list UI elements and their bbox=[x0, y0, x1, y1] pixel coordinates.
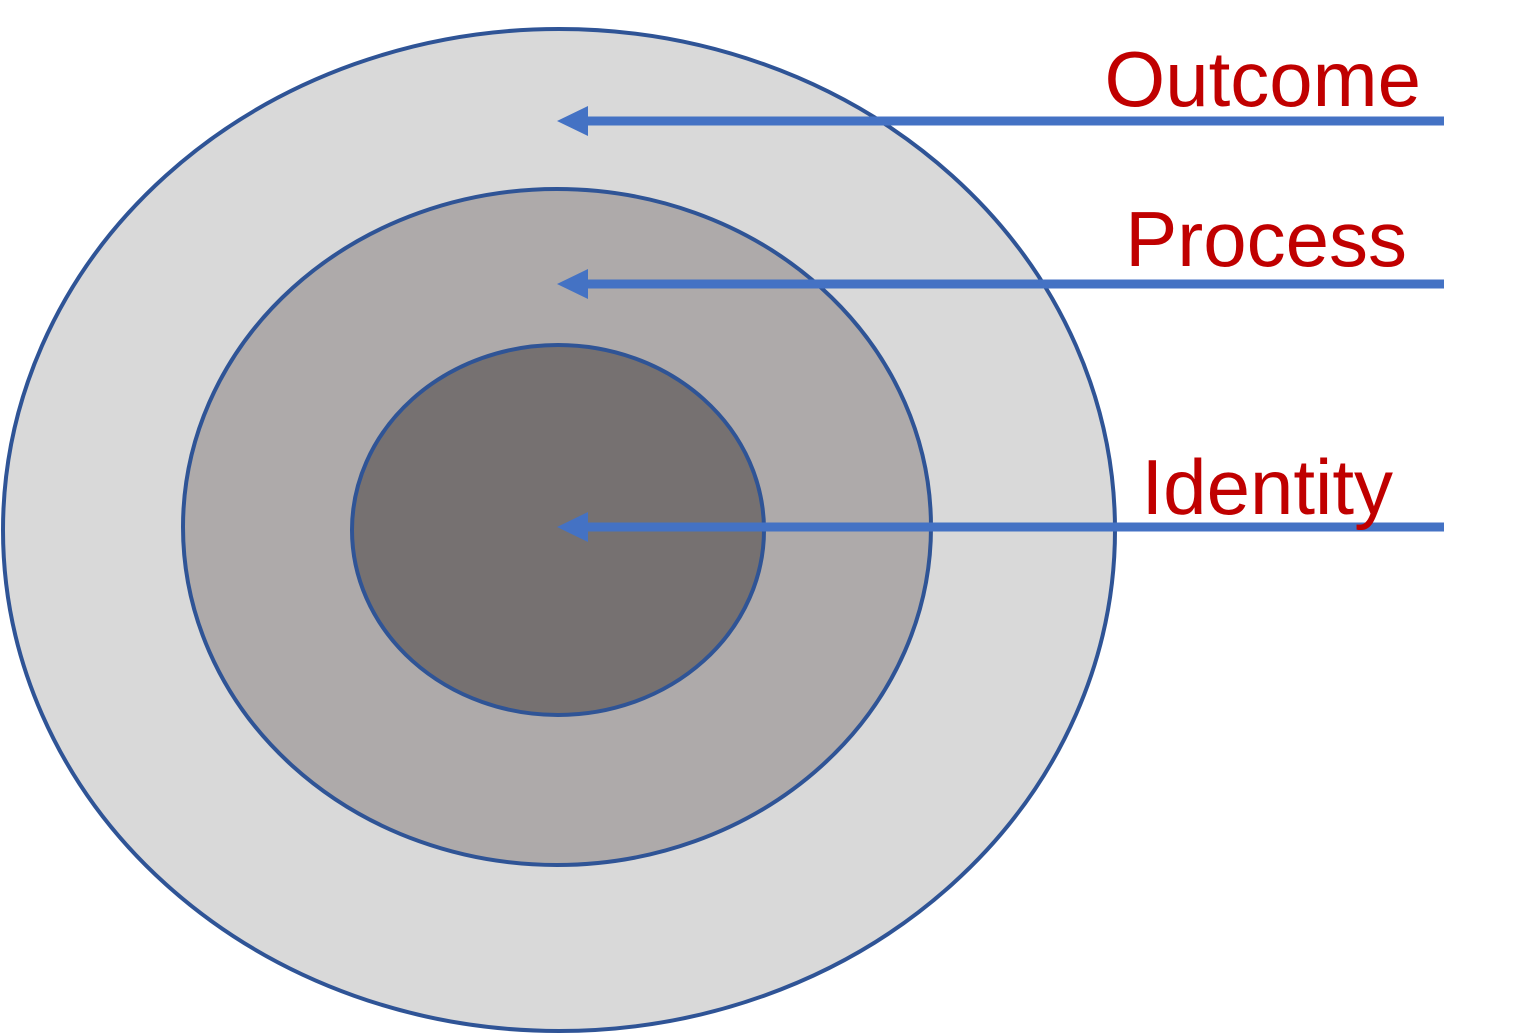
arrow-to-identity bbox=[557, 512, 1444, 542]
arrow-to-process-head bbox=[557, 269, 588, 299]
arrow-to-outcome bbox=[557, 106, 1444, 136]
arrow-to-outcome-head bbox=[557, 106, 588, 136]
outcome-label: Outcome bbox=[1105, 35, 1421, 123]
process-label: Process bbox=[1125, 195, 1407, 283]
arrow-to-process bbox=[557, 269, 1444, 299]
identity-label: Identity bbox=[1142, 443, 1393, 531]
arrow-to-identity-head bbox=[557, 512, 588, 542]
